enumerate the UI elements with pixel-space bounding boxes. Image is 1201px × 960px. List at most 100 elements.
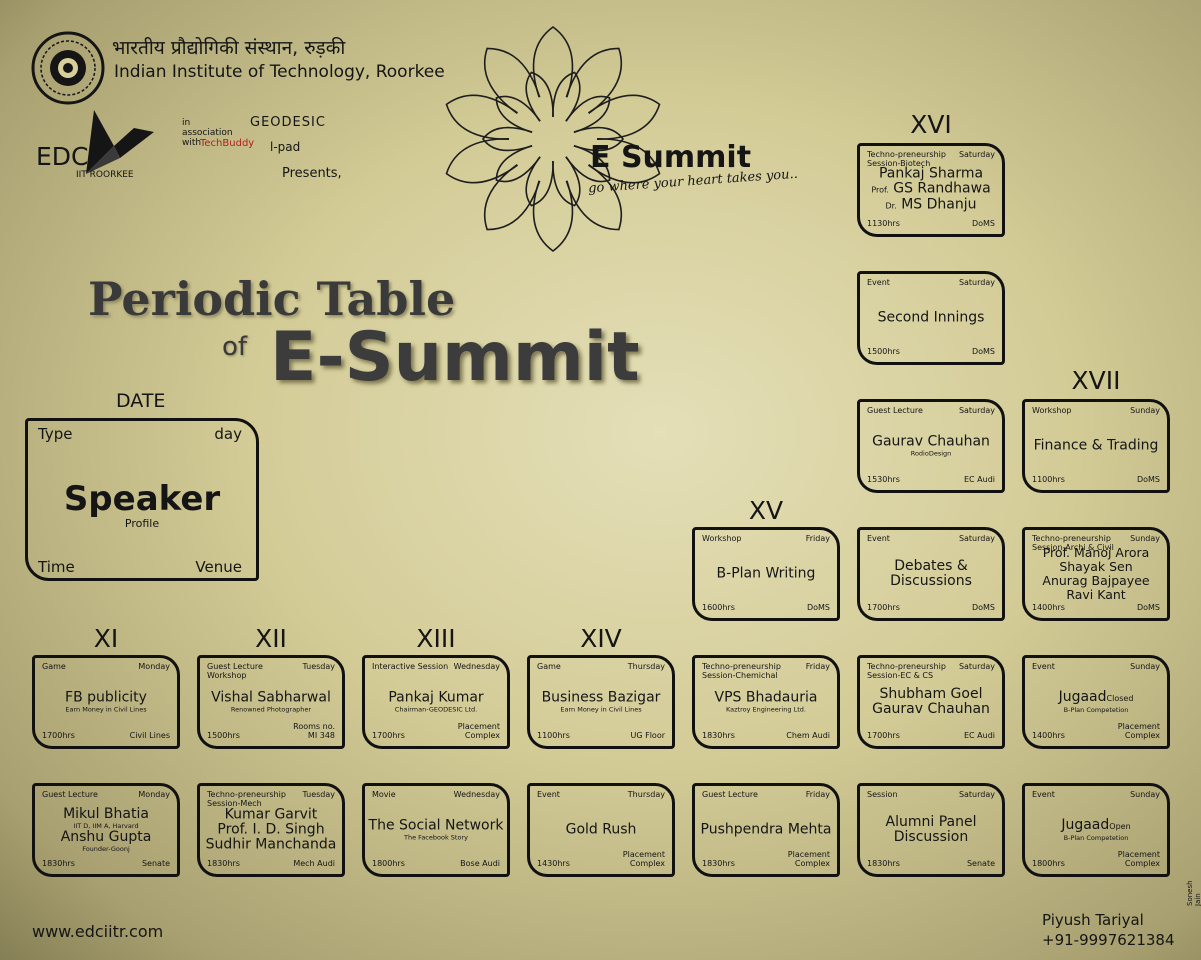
event-day: Friday: [805, 662, 830, 671]
event-name: Prof. Manoj Arora: [1028, 546, 1164, 560]
event-subtitle: B-Plan Competetion: [1063, 706, 1129, 714]
event-time: 1600hrs: [702, 603, 735, 612]
event-name: Pushpendra Mehta: [698, 821, 834, 838]
event-venue: Placement Complex: [1117, 722, 1160, 740]
legend-key-card: Type day Speaker Profile Time Venue: [25, 418, 259, 581]
event-time: 1830hrs: [702, 731, 735, 740]
event-name-text: Pushpendra Mehta: [700, 821, 832, 838]
event-name-text: FB publicity: [65, 689, 147, 706]
techbuddy-logo: TechBuddy: [200, 138, 255, 149]
event-venue: Rooms no. MI 348: [293, 722, 335, 740]
event-type: Game: [537, 662, 561, 671]
event-day: Saturday: [958, 662, 995, 671]
event-venue: DoMS: [806, 603, 830, 612]
event-speakers: Debates & Discussions: [863, 559, 999, 589]
website-link[interactable]: www.edciitr.com: [32, 922, 164, 941]
event-name: Vishal Sabharwal: [203, 690, 339, 706]
event-day: Sunday: [1130, 662, 1160, 671]
event-name-text: Gaurav Chauhan: [872, 701, 990, 717]
group-heading-xvi: XVI: [910, 110, 952, 139]
event-name-text: Gold Rush: [565, 821, 637, 838]
event-name-text: Finance & Trading: [1033, 437, 1159, 454]
event-name-text: Second Innings: [877, 309, 985, 326]
event-name: Finance & Trading: [1028, 437, 1164, 454]
event-name-text: B-Plan Writing: [716, 565, 816, 582]
event-name-text: VPS Bhadauria: [714, 689, 818, 706]
event-type: Workshop: [1032, 406, 1072, 415]
edc-wordmark: EDC: [36, 142, 89, 171]
event-card: Techno-preneurship Session-Archi & Civil…: [1022, 527, 1170, 621]
event-time: 1100hrs: [1032, 475, 1065, 484]
event-tag: Open: [1109, 822, 1131, 831]
event-time: 1500hrs: [207, 731, 240, 740]
event-venue: DoMS: [1136, 475, 1160, 484]
event-speakers: Pushpendra Mehta: [698, 821, 834, 838]
event-name-2: Discussion: [863, 830, 999, 845]
event-type: Game: [42, 662, 66, 671]
event-time: 1500hrs: [867, 347, 900, 356]
event-day: Tuesday: [302, 662, 335, 671]
event-time: 1700hrs: [867, 731, 900, 740]
event-type: Techno-preneurship Session-EC & CS: [867, 662, 946, 680]
institute-name: Indian Institute of Technology, Roorkee: [114, 62, 445, 82]
event-subtitle: Earn Money in Civil Lines: [560, 705, 642, 714]
event-name-text: Pankaj Kumar: [388, 689, 484, 706]
event-name: Debates & Discussions: [863, 559, 999, 589]
event-day: Saturday: [958, 790, 995, 799]
event-venue: DoMS: [971, 347, 995, 356]
event-time: 1400hrs: [1032, 603, 1065, 612]
event-name-text: Shubham Goel: [879, 686, 983, 702]
event-speakers: Gold Rush: [533, 821, 669, 838]
event-day: Sunday: [1130, 790, 1160, 799]
group-heading-xi: XI: [93, 624, 119, 653]
event-type: Techno-preneurship Session-Mech: [207, 790, 286, 808]
event-type: Interactive Session: [372, 662, 449, 671]
event-name-4: Ravi Kant: [1028, 588, 1164, 602]
event-speakers: B-Plan Writing: [698, 565, 834, 582]
group-heading-xvii: XVII: [1071, 366, 1121, 395]
event-type: Event: [1032, 662, 1055, 671]
event-subtitle: Earn Money in Civil Lines: [65, 705, 147, 714]
event-venue: Placement Complex: [622, 850, 665, 868]
event-time: 1830hrs: [42, 859, 75, 868]
event-name: Pankaj Sharma: [863, 166, 999, 182]
event-day: Monday: [138, 662, 170, 671]
event-name: JugaadClosed: [1028, 690, 1164, 706]
event-venue: EC Audi: [963, 475, 995, 484]
event-speakers: Finance & Trading: [1028, 437, 1164, 454]
event-name-text: The Social Network: [368, 817, 504, 834]
event-name: B-Plan Writing: [698, 565, 834, 582]
event-time: 1800hrs: [372, 859, 405, 868]
event-name: Alumni Panel: [863, 815, 999, 830]
event-name-text: MS Dhanju: [901, 196, 977, 213]
event-type: Session: [867, 790, 898, 799]
key-day: day: [214, 425, 242, 443]
event-name-text: Ravi Kant: [1066, 587, 1126, 602]
event-time: 1530hrs: [867, 475, 900, 484]
event-day: Monday: [138, 790, 170, 799]
geodesic-logo: GEODESIC: [250, 115, 326, 130]
event-time: 1830hrs: [702, 859, 735, 868]
event-day: Wednesday: [453, 790, 500, 799]
event-venue: DoMS: [971, 219, 995, 228]
group-heading-xii: XII: [255, 624, 287, 653]
event-time: 1430hrs: [537, 859, 570, 868]
key-speaker: Speaker: [63, 479, 221, 519]
event-subtitle: The Facebook Story: [404, 833, 468, 842]
event-subtitle-2: Founder-Goonj: [82, 845, 130, 853]
event-name-text: GS Randhawa: [893, 180, 991, 197]
event-name-text: Anurag Bajpayee: [1042, 573, 1150, 588]
event-day: Wednesday: [453, 662, 500, 671]
event-venue: Placement Complex: [787, 850, 830, 868]
event-name-text: Alumni Panel: [885, 814, 977, 830]
